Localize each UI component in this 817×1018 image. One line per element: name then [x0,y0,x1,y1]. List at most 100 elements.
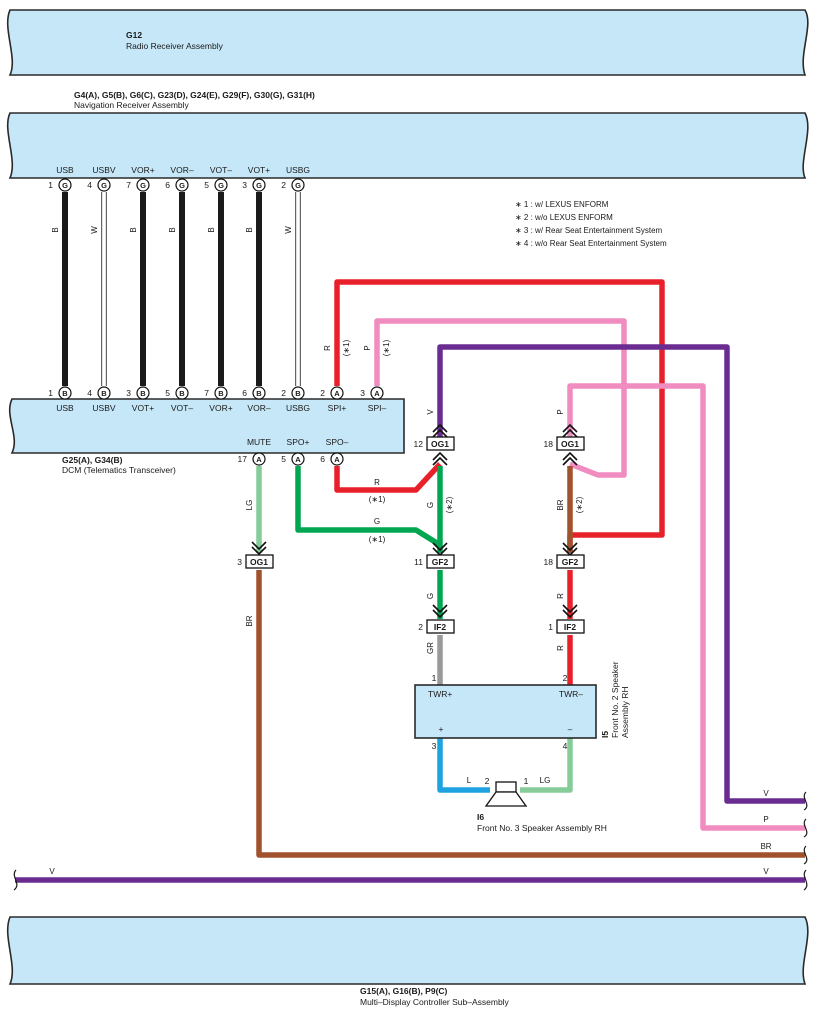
wire-spi-minus-pink [374,318,627,478]
svg-text:4: 4 [563,741,568,751]
speaker-no2-block: 1 2 TWR+ TWR– + – 3 4 I5 Front No. 2 Spe… [414,661,630,751]
spk2-name-2: Assembly RH [620,687,630,738]
dcm-pin-vot-plus: 3 B VOT+ [126,386,154,413]
wire-label-right-p: P [763,815,768,824]
svg-text:5: 5 [204,180,209,190]
wire-label-og1-12-note: (∗2) [445,496,454,513]
nav-pin-vor-plus: VOR+ 7 G [126,165,155,192]
svg-text:G: G [295,181,301,190]
wire-v-purple [437,344,805,804]
note-1: ∗ 1 : w/ LEXUS ENFORM [515,200,609,209]
nav-pin-vot-plus: VOT+ 3 G [242,165,270,192]
note-3: ∗ 3 : w/ Rear Seat Entertainment System [515,226,663,235]
wire-label-vor-plus: B [129,227,138,232]
wire-label-spo-plus-note: (∗1) [369,535,386,544]
svg-text:1: 1 [48,180,53,190]
wire-label-og1-12-top: V [426,409,435,415]
wire-mute-br [256,570,805,858]
wire-label-right-br: BR [760,842,771,851]
svg-text:A: A [334,455,340,464]
svg-text:3: 3 [237,557,242,567]
svg-text:B: B [256,389,262,398]
connector-og1-18: OG1 18 [544,423,585,466]
dcm-pin-vot-minus: 5 B VOT– [165,386,193,413]
svg-text:2: 2 [563,673,568,683]
wire-label-usbv: W [90,226,99,234]
svg-text:A: A [295,455,301,464]
svg-text:3: 3 [242,180,247,190]
svg-text:GF2: GF2 [432,557,449,567]
svg-text:B: B [140,389,146,398]
wire-label-spo-minus-note: (∗1) [369,495,386,504]
connector-gf2-18: GF2 18 [544,542,585,619]
radio-receiver-code: G12 [126,30,142,40]
svg-text:A: A [334,389,340,398]
svg-text:G: G [101,181,107,190]
dcm-pin-usbv: 4 B USBV [87,386,116,413]
dcm-pin-spo-minus: SPO– 6 A [320,437,349,466]
spk3-name: Front No. 3 Speaker Assembly RH [477,823,607,833]
break-right-v [803,791,808,811]
wire-label-og1-18-bottom: BR [556,499,565,510]
svg-text:17: 17 [238,454,248,464]
svg-text:B: B [179,389,185,398]
dcm-pin-mute: MUTE 17 A [238,437,271,466]
svg-text:1: 1 [548,622,553,632]
nav-pin-usb: USB 1 G [48,165,74,192]
wire-label-right-v: V [763,789,769,798]
wire-label-if2-2-down: GR [426,642,435,654]
svg-text:7: 7 [126,180,131,190]
svg-text:VOT+: VOT+ [248,165,270,175]
bus-break-right [803,869,808,891]
svg-text:SPO+: SPO+ [287,437,310,447]
radio-receiver-block [6,9,809,76]
wire-spo-plus-green [295,466,442,548]
svg-text:3: 3 [360,388,365,398]
svg-text:G: G [218,181,224,190]
svg-text:VOR+: VOR+ [209,403,232,413]
svg-text:SPI+: SPI+ [328,403,347,413]
note-4: ∗ 4 : w/o Rear Seat Entertainment System [515,239,667,248]
dcm-pin-spo-plus: SPO+ 5 A [281,437,310,466]
svg-text:–: – [568,724,573,734]
svg-text:VOR–: VOR– [170,165,193,175]
connector-if2-1: IF2 1 [548,619,585,634]
svg-text:3: 3 [432,741,437,751]
note-2: ∗ 2 : w/o LEXUS ENFORM [515,213,613,222]
nav-receiver-block [6,112,809,179]
svg-text:B: B [295,389,301,398]
wire-spo-minus-red [334,462,443,493]
nav-pin-usbg: USBG 2 G [281,165,310,192]
dcm-pin-vor-minus: 6 B VOR– [242,386,271,413]
dcm-pin-vor-plus: 7 B VOR+ [204,386,233,413]
dcm-pin-usbg: 2 B USBG [281,386,310,413]
nav-receiver-code: G4(A), G5(B), G6(C), G23(D), G24(E), G29… [74,90,315,100]
svg-text:OG1: OG1 [431,439,449,449]
wire-label-bus-v-right: V [763,867,769,876]
svg-text:11: 11 [414,557,423,567]
spk2-name-1: Front No. 2 Speaker [610,661,620,738]
svg-text:GF2: GF2 [562,557,579,567]
nav-pins: USB 1 G USBV 4 G VOR+ 7 G VOR– 6 G VOT– … [48,165,310,192]
horizontal-wire-labels: R (∗1) G (∗1) V P BR V V L LG [49,478,771,876]
mdc-name: Multi–Display Controller Sub–Assembly [360,997,510,1007]
svg-text:USBV: USBV [92,165,115,175]
wire-label-spi-minus: P [363,345,372,350]
svg-text:4: 4 [87,180,92,190]
svg-text:1: 1 [48,388,53,398]
wire-label-mute-down: BR [245,615,254,626]
svg-text:A: A [374,389,380,398]
wire-label-vot-plus: B [245,227,254,232]
wire-label-og1-18-note: (∗2) [575,496,584,513]
wire-label-mute: LG [245,500,254,511]
nav-pin-usbv: USBV 4 G [87,165,116,192]
connector-gf2-11: GF2 11 [414,542,455,619]
svg-text:B: B [218,389,224,398]
spk2-code: I5 [600,731,610,738]
svg-text:VOR+: VOR+ [131,165,154,175]
svg-text:G: G [140,181,146,190]
wire-p-pink [567,383,805,831]
break-right-br [803,845,808,865]
svg-text:SPO–: SPO– [326,437,349,447]
